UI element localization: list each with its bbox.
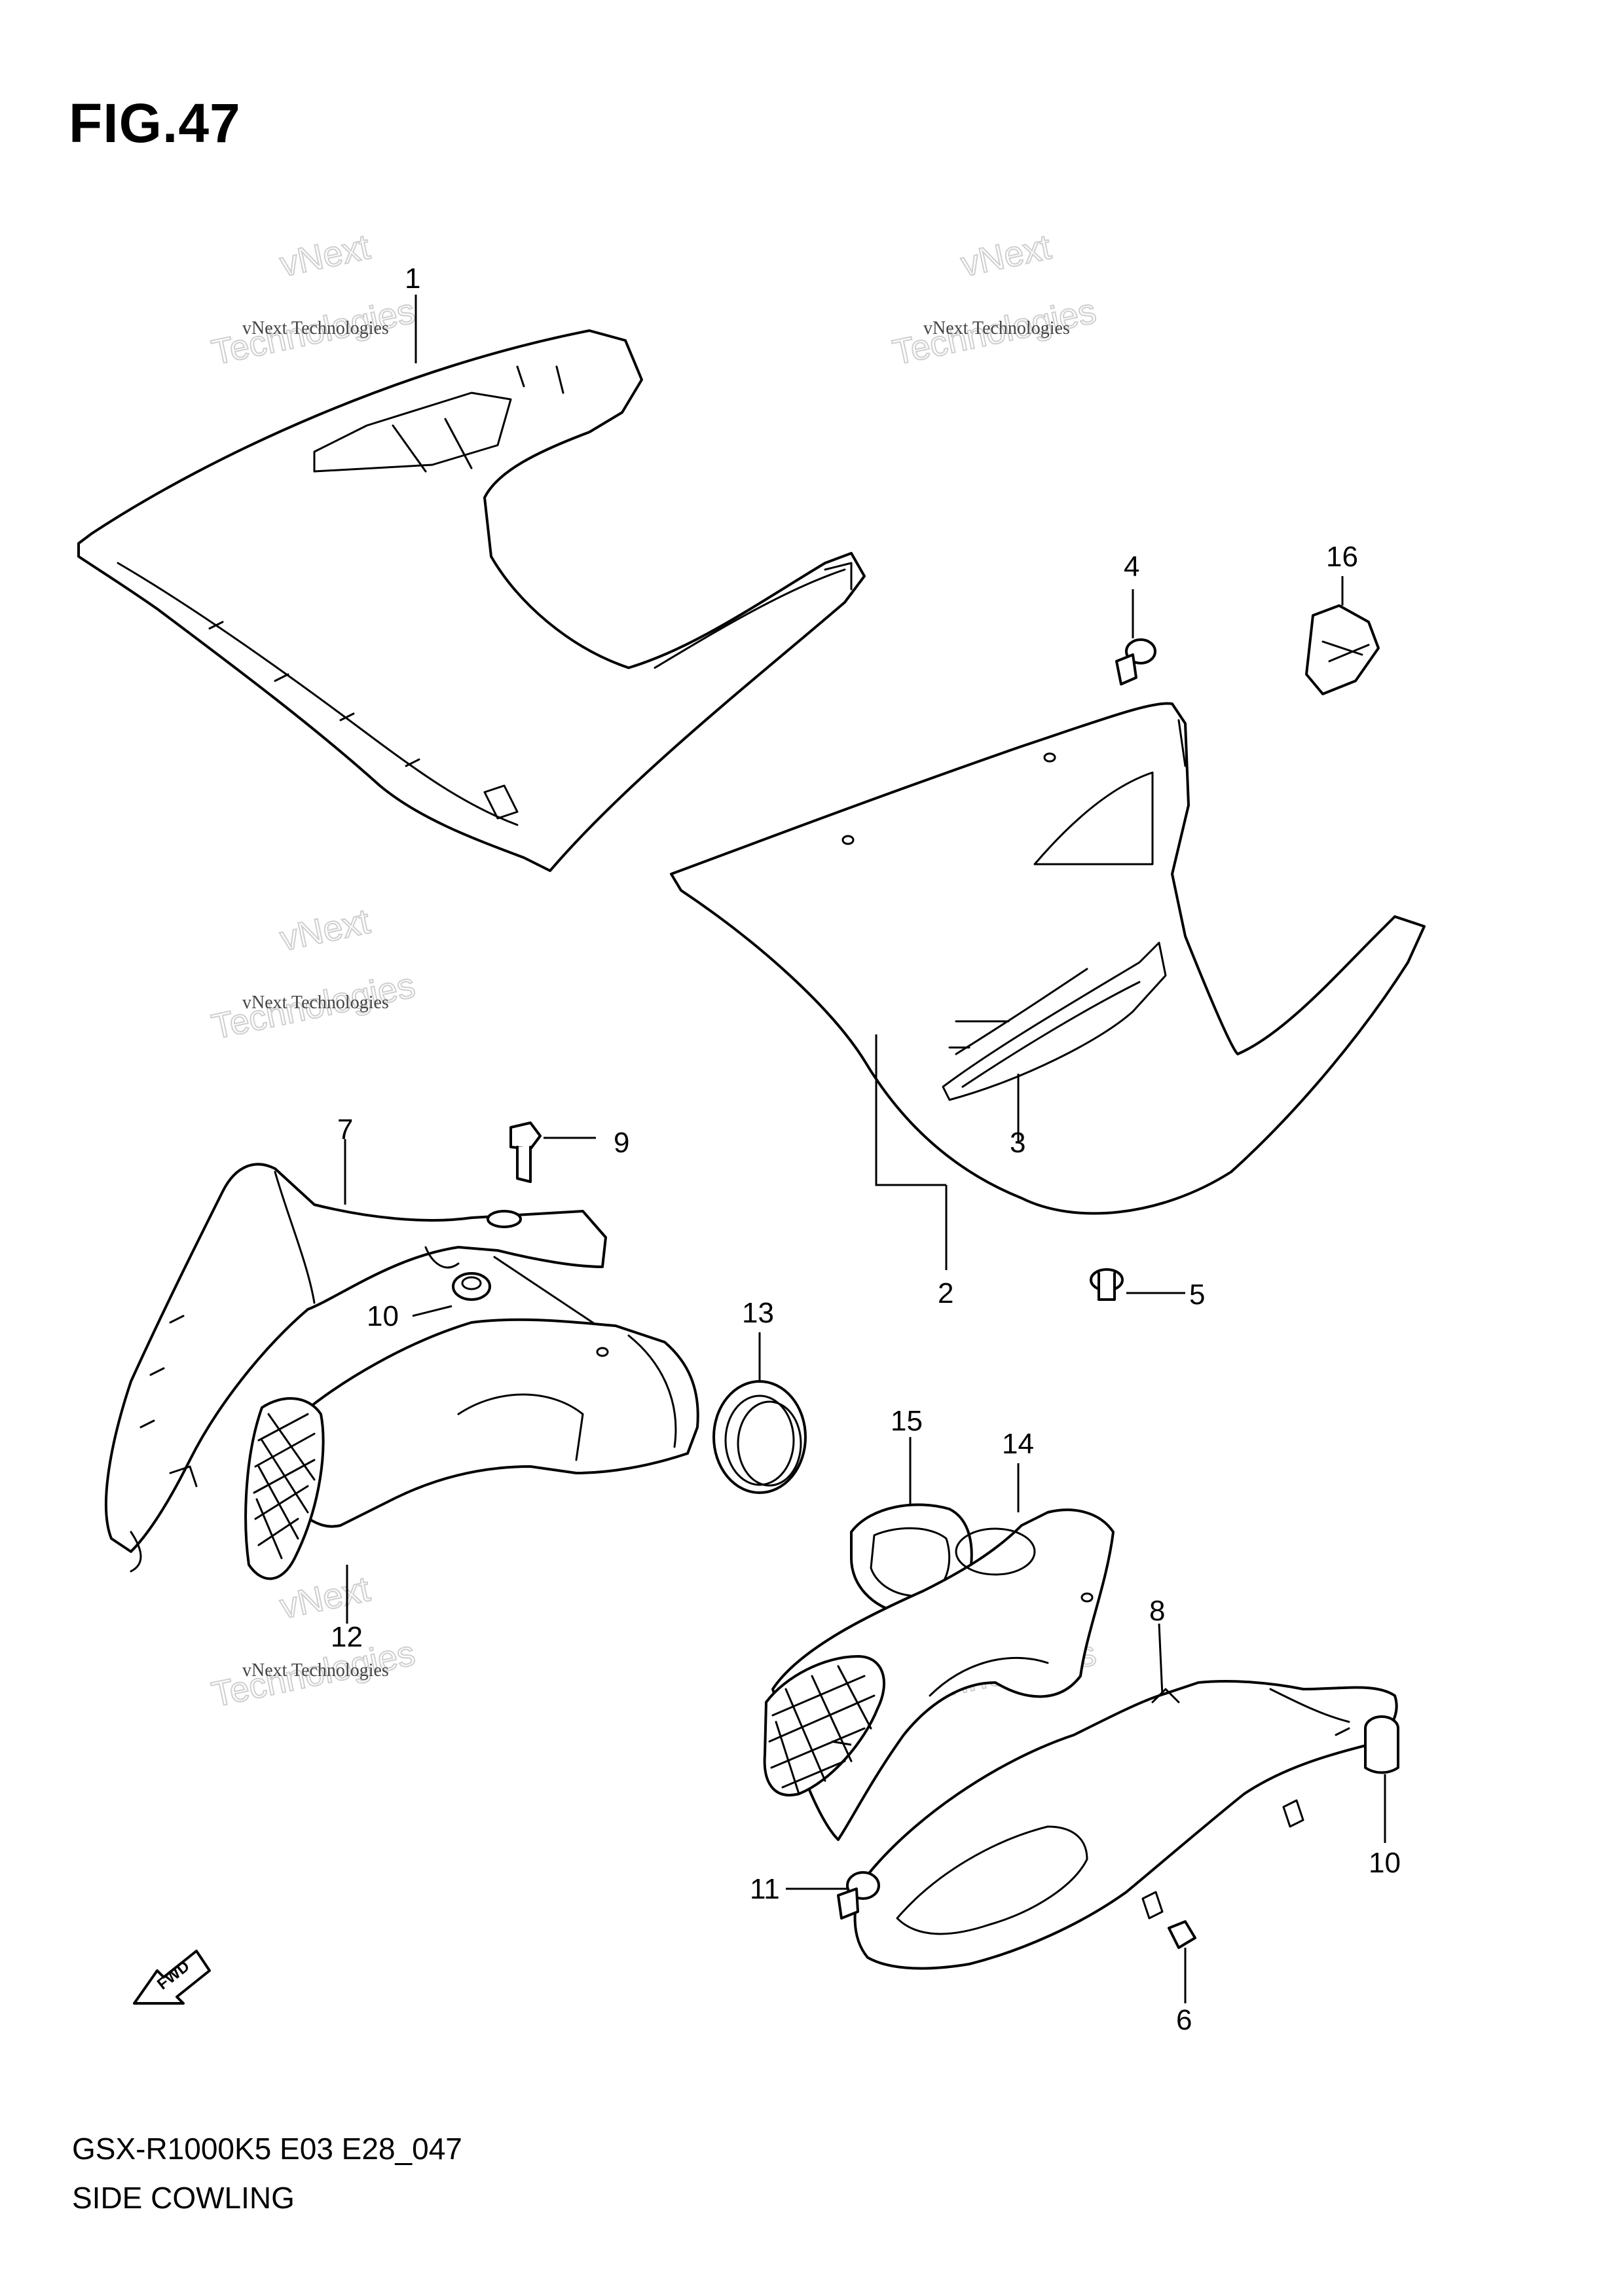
callout-label: 3 [1010, 1127, 1025, 1159]
callout-label: 10 [1369, 1847, 1401, 1879]
callout-labels: 1 2 3 4 5 6 7 8 9 10 10 11 12 13 14 15 1… [331, 263, 1401, 2036]
mesh-grid [768, 1665, 876, 1795]
callout-label: 5 [1189, 1279, 1205, 1311]
watermark: vNext Technologies vNext Technologies [208, 227, 419, 373]
callout-label: 6 [1176, 2004, 1192, 2036]
callout-label: 9 [614, 1127, 629, 1159]
part-clip-6 [1168, 1920, 1196, 2003]
callout-label: 16 [1326, 541, 1358, 573]
callout-label: 4 [1124, 551, 1139, 583]
callout-label: 8 [1149, 1595, 1165, 1627]
watermark-big-top: vNext [957, 227, 1054, 284]
callout-label: 12 [331, 1621, 363, 1653]
part-side-cowling [670, 702, 1426, 1215]
part-bolt-4 [1115, 589, 1156, 685]
callout-label: 2 [938, 1277, 953, 1309]
watermark-big-top: vNext [276, 902, 373, 958]
part-clip-16 [1305, 576, 1380, 695]
callout-label: 7 [337, 1114, 353, 1146]
callout-label: 11 [750, 1873, 780, 1905]
watermark-big-top: vNext [276, 227, 373, 284]
part-screw-9 [509, 1121, 596, 1183]
part-screw-5 [1090, 1268, 1185, 1301]
part-ring-13 [712, 1332, 807, 1494]
model-code: GSX-R1000K5 E03 E28_047 [72, 2132, 462, 2166]
fwd-direction-arrow: FWD [133, 1950, 211, 2005]
mesh-grid [253, 1413, 316, 1559]
part-screw-11 [786, 1871, 880, 1920]
callout-label: 10 [367, 1300, 399, 1332]
figure-title: FIG.47 [69, 92, 241, 154]
part-intake-duct-upper [105, 1163, 623, 1573]
part-inner-cowling [77, 329, 866, 872]
part-air-duct-14 [763, 1463, 1115, 1841]
leader-lines [344, 295, 1020, 1746]
part-air-duct-12 [244, 1318, 699, 1624]
watermark-small: vNext Technologies [242, 318, 389, 338]
part-grommet-10b [1364, 1715, 1399, 1843]
section-name: SIDE COWLING [72, 2181, 295, 2215]
watermark-small: vNext Technologies [242, 1660, 389, 1681]
callout-label: 1 [405, 263, 420, 295]
callout-label: 15 [891, 1405, 923, 1437]
watermark: vNext Technologies vNext Technologies [208, 901, 419, 1048]
part-grommet-10a [412, 1272, 491, 1317]
watermark-small: vNext Technologies [242, 993, 389, 1013]
watermark: vNext Technologies vNext Technologies [208, 1569, 419, 1715]
callout-label: 13 [742, 1297, 774, 1329]
watermark-big-top: vNext [276, 1569, 373, 1626]
watermark-small: vNext Technologies [923, 318, 1070, 338]
callout-label: 14 [1002, 1428, 1034, 1460]
watermark: vNext Technologies vNext Technologies [889, 227, 1100, 373]
